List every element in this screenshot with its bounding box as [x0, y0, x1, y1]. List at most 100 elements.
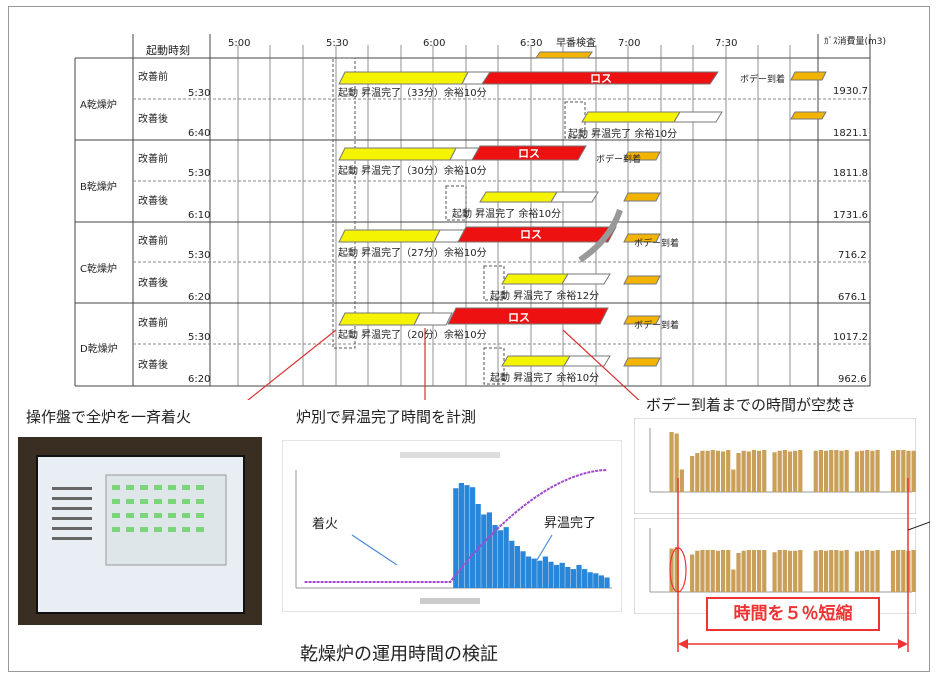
gas-flow-bar	[720, 451, 726, 492]
tick-500: 5:00	[228, 38, 251, 49]
b-after-time: 6:10	[188, 210, 211, 221]
b-before-gas: 1811.8	[833, 168, 868, 179]
temperature-bar	[458, 483, 464, 588]
tick-700: 7:00	[618, 38, 641, 49]
gas-flow-bar	[844, 550, 849, 592]
gas-flow-bar	[751, 450, 757, 492]
furnace-b-label: B乾燥炉	[80, 182, 117, 193]
gas-flow-bar	[834, 450, 839, 492]
d-before-time: 5:30	[188, 332, 211, 343]
header-gas: ｶﾞｽ消費量(m3)	[824, 37, 887, 47]
b-loss-label: ロス	[518, 147, 540, 160]
chart-complete-label: 昇温完了	[544, 516, 597, 531]
temperature-bar	[598, 575, 604, 588]
gas-flow-bar	[829, 550, 834, 592]
gas-flow-bar	[710, 550, 715, 592]
temperature-bar	[604, 577, 610, 588]
temperature-bar	[593, 573, 599, 588]
gas-flow-bar	[741, 550, 746, 592]
b-before-text: 起動 昇温完了（30分）余裕10分	[338, 166, 487, 177]
temperature-bar	[520, 551, 526, 588]
gas-flow-bar	[911, 450, 916, 492]
c-after-time: 6:20	[188, 292, 211, 303]
tick-630: 6:30	[520, 38, 543, 49]
header-start-time: 起動時刻	[146, 44, 190, 57]
gas-flow-bar	[715, 550, 720, 592]
gas-flow-bar	[720, 550, 726, 592]
d-after-label: 改善後	[138, 360, 168, 371]
gas-flow-bar	[669, 432, 674, 492]
gas-flow-bar	[823, 450, 829, 492]
gas-flow-bar	[782, 450, 787, 492]
gas-flow-bar	[674, 547, 679, 592]
gas-flow-bar	[700, 550, 705, 592]
gas-flow-bar	[705, 550, 710, 592]
gas-flow-bar	[839, 550, 844, 592]
b-after-gas: 1731.6	[833, 210, 868, 221]
temperature-bar	[554, 564, 560, 588]
temperature-bar	[503, 527, 509, 588]
chart-ignition-label: 着火	[312, 517, 339, 532]
gas-flow-bar	[870, 550, 875, 592]
gas-flow-bar	[906, 450, 911, 492]
gas-flow-bar	[751, 550, 757, 592]
d-after-text: 起動 昇温完了 余裕10分	[490, 373, 600, 384]
annotation-ignite-all: 操作盤で全炉を一斉着火	[26, 408, 192, 426]
c-after-text: 起動 昇温完了 余裕12分	[490, 291, 600, 302]
gas-flow-bar	[839, 450, 844, 492]
gas-flow-bar	[690, 456, 695, 492]
gas-flow-bar	[787, 550, 793, 592]
a-arrival-label: ボデー到着	[740, 75, 786, 85]
c-arrival-label: ボデー到着	[634, 239, 680, 249]
gas-flow-bar	[710, 450, 715, 492]
temperature-bar	[492, 525, 498, 588]
temperature-bar	[526, 556, 532, 588]
b-before-time: 5:30	[188, 168, 211, 179]
temperature-bar	[481, 514, 487, 588]
gas-flow-bar	[875, 450, 880, 492]
gas-flow-bar	[736, 553, 741, 592]
gas-flow-chart-before	[634, 418, 916, 514]
gas-flow-bar	[813, 450, 818, 492]
figure-frame	[8, 6, 930, 672]
gas-flow-bar	[829, 450, 834, 492]
annotation-measure: 炉別で昇温完了時間を計測	[296, 408, 477, 426]
temperature-bar	[559, 562, 565, 588]
gas-flow-bar	[782, 550, 787, 592]
a-after-text: 起動 昇温完了 余裕10分	[568, 129, 678, 140]
temperature-bar	[576, 564, 582, 588]
furnace-c-label: C乾燥炉	[80, 264, 117, 275]
temperature-bar	[542, 556, 548, 588]
temperature-bar	[582, 569, 588, 588]
b-after-text: 起動 昇温完了 余裕10分	[452, 209, 562, 220]
c-before-gas: 716.2	[838, 250, 867, 261]
temperature-bar	[514, 546, 520, 588]
gas-flow-bar	[901, 550, 906, 592]
gas-flow-bar	[911, 550, 916, 592]
timeline-chart	[74, 34, 871, 400]
gas-flow-bar	[818, 550, 823, 592]
tick-530: 5:30	[326, 38, 349, 49]
gas-flow-bar	[798, 450, 803, 492]
a-before-gas: 1930.7	[833, 86, 868, 97]
temperature-bar	[565, 567, 571, 588]
gas-flow-bar	[715, 450, 720, 492]
c-before-text: 起動 昇温完了（27分）余裕10分	[338, 248, 487, 259]
d-after-gas: 962.6	[838, 374, 867, 385]
time-bracket	[669, 478, 930, 652]
a-before-text: 起動 昇温完了（33分）余裕10分	[338, 88, 487, 99]
c-after-gas: 676.1	[838, 292, 867, 303]
gas-flow-bar	[772, 452, 777, 492]
tick-600: 6:00	[423, 38, 446, 49]
gas-flow-bar	[736, 453, 741, 492]
gas-flow-bar	[793, 550, 798, 592]
gas-flow-bar	[726, 550, 731, 592]
a-after-gas: 1821.1	[833, 128, 868, 139]
control-panel-screen	[36, 455, 245, 614]
d-before-text: 起動 昇温完了（20分）余裕10分	[338, 330, 487, 341]
furnace-a-label: A乾燥炉	[80, 100, 117, 111]
gas-flow-bar	[823, 550, 829, 592]
annotation-idle: ボデー到着までの時間が空焚き	[646, 396, 857, 414]
a-after-label: 改善後	[138, 114, 168, 125]
gas-flow-bar	[669, 548, 674, 592]
